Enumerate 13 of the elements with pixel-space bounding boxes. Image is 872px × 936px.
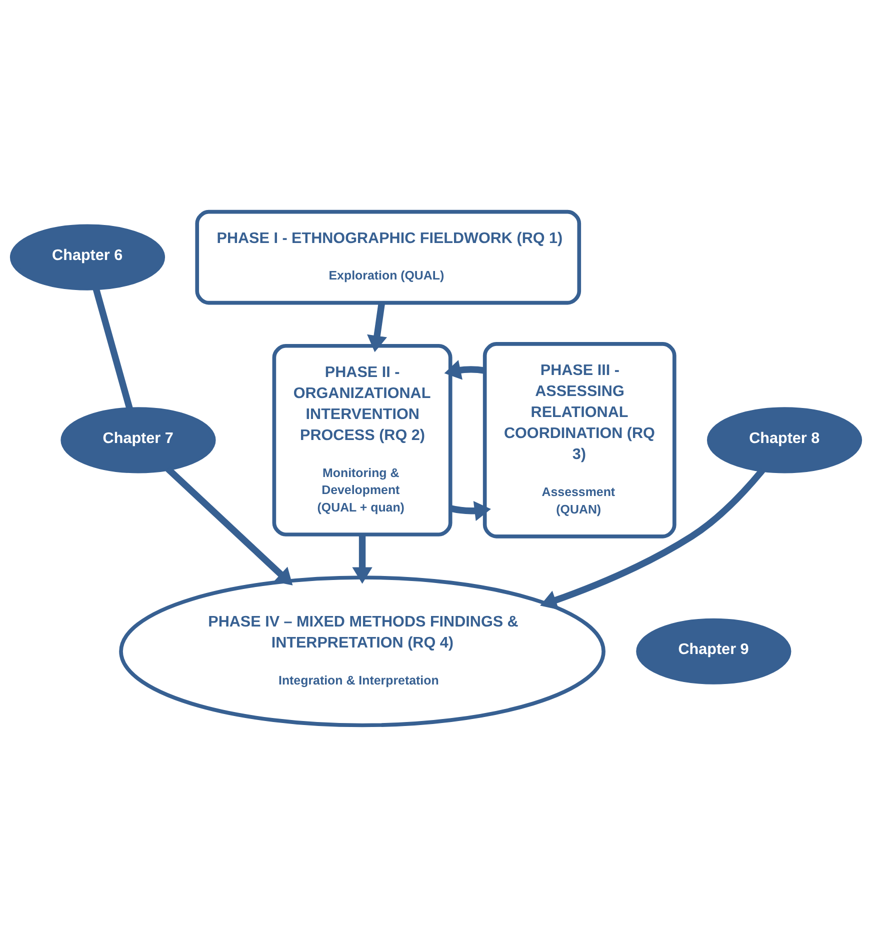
connector xyxy=(92,287,134,410)
node-box: PHASE II - ORGANIZATIONAL INTERVENTION PROCESS (RQ 2) Monitoring & Development (QUAL + quan) xyxy=(272,343,452,536)
node-ellipse: Chapter 9 xyxy=(636,618,792,684)
node-box: PHASE III - ASSESSING RELATIONAL COORDINATION (RQ 3) Assessment (QUAN) xyxy=(482,342,676,538)
node-ellipse: Chapter 7 xyxy=(60,406,216,473)
arrow xyxy=(367,302,388,352)
arrow xyxy=(450,500,491,521)
arrow xyxy=(352,534,372,584)
node-ellipse: Chapter 8 xyxy=(706,406,862,473)
node-ellipse: Chapter 6 xyxy=(10,224,166,290)
arrow xyxy=(444,360,486,380)
node-box: PHASE I - ETHNOGRAPHIC FIELDWORK (RQ 1) Exploration (QUAL) xyxy=(195,209,582,304)
node-ellipse: PHASE IV – MIXED METHODS FINDINGS & INTERPRETATION (RQ 4) Integration & Interpretation xyxy=(119,575,606,727)
